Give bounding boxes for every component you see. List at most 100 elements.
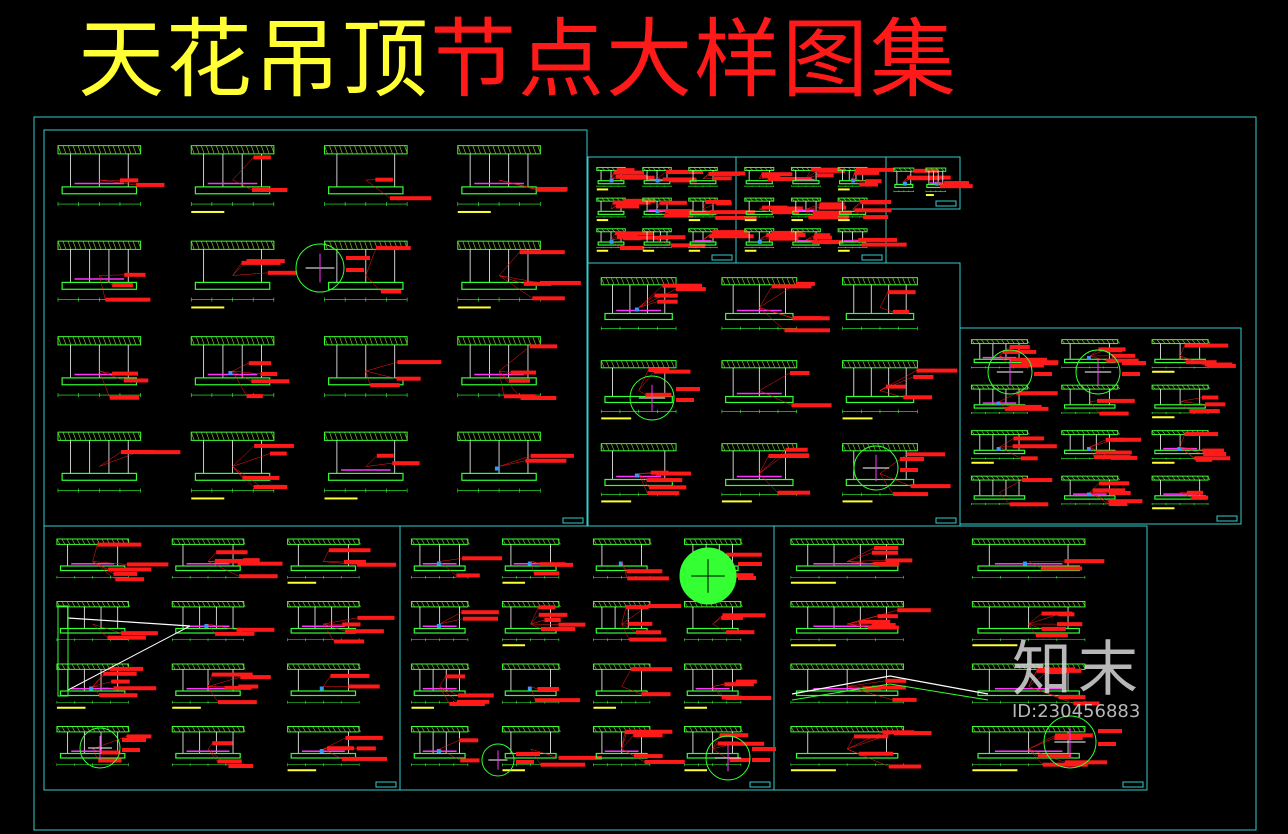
hatch-line — [81, 538, 86, 545]
hatch-line — [1082, 663, 1086, 670]
annotation-label — [126, 562, 169, 567]
leader-line — [1089, 446, 1096, 453]
annotation-label — [1004, 406, 1049, 411]
hatch-line — [557, 726, 561, 733]
hatch-line — [882, 277, 886, 285]
hatch-line — [196, 601, 201, 608]
hatch-line — [611, 228, 615, 232]
leader-line — [847, 609, 898, 625]
hatch-line — [912, 277, 916, 285]
hatch-line — [729, 538, 733, 545]
annotation-label — [766, 232, 806, 237]
hatch-line — [741, 443, 746, 451]
detail-drawing — [600, 360, 691, 420]
ceiling-board — [725, 312, 794, 321]
leader-line — [1180, 446, 1204, 455]
hatch-line — [837, 197, 842, 202]
slab-outline — [323, 145, 408, 155]
leader-line — [365, 455, 378, 467]
annotation-label — [789, 371, 810, 376]
hatch-line — [181, 601, 186, 608]
hatch-line — [667, 228, 671, 232]
hatch-line — [971, 430, 975, 435]
hatch-line — [369, 145, 373, 154]
hatch-line — [986, 384, 990, 390]
hatch-line — [800, 726, 805, 733]
annotation-label — [392, 461, 420, 466]
hatch-line — [1181, 339, 1186, 344]
leader-line — [1089, 400, 1098, 402]
hatch-line — [389, 145, 393, 154]
detail-drawing — [842, 277, 918, 331]
hatch-line — [749, 167, 754, 171]
leader-line — [1180, 397, 1202, 402]
annotation-label — [752, 758, 770, 762]
hatch-line — [900, 663, 905, 670]
hatch-line — [552, 538, 556, 545]
hatch-line — [895, 663, 900, 670]
detail-drawing — [971, 538, 1105, 579]
hatch-line — [191, 726, 196, 733]
hatch-line — [71, 726, 76, 733]
hatch-line — [201, 663, 206, 670]
hatch-line — [1081, 384, 1085, 390]
hatch-line — [1042, 601, 1046, 608]
annotation-label — [236, 627, 275, 632]
ceiling-board — [59, 752, 126, 759]
hatch-line — [596, 228, 600, 232]
hatch-line — [245, 432, 250, 441]
annotation-label — [859, 182, 879, 187]
hatch-line — [1052, 601, 1056, 608]
hatch-line — [287, 726, 291, 733]
leader-line — [439, 686, 459, 696]
leader-line — [92, 623, 122, 634]
leader-line — [638, 473, 650, 488]
annotation-label — [628, 621, 653, 626]
hatch-line — [1037, 726, 1041, 733]
hatch-line — [667, 197, 671, 202]
hatch-line — [399, 336, 403, 345]
hatch-line — [655, 277, 660, 285]
hatch-line — [426, 538, 430, 545]
annotation-label — [676, 398, 694, 402]
hatch-line — [996, 384, 1000, 390]
hatch-line — [724, 538, 728, 545]
hatch-line — [900, 538, 905, 545]
hatch-line — [416, 538, 420, 545]
annotation-label — [1110, 455, 1138, 460]
annotation-label — [719, 733, 749, 738]
hatch-line — [502, 145, 507, 154]
caption-text — [842, 500, 873, 503]
leader-line — [1028, 623, 1042, 630]
detail-drawing — [592, 663, 673, 709]
leader-line — [852, 201, 861, 210]
hatch-line — [106, 601, 111, 608]
hatch-line — [593, 663, 597, 670]
leader-line — [530, 686, 536, 701]
leader-line — [805, 208, 813, 217]
hatch-line — [67, 145, 72, 154]
hatch-line — [1012, 538, 1016, 545]
hatch-line — [411, 601, 415, 608]
hatch-line — [312, 663, 316, 670]
hatch-line — [709, 538, 713, 545]
hatch-line — [694, 726, 698, 733]
hatch-line — [97, 432, 102, 441]
hatch-line — [790, 726, 795, 733]
leader-line — [323, 561, 358, 565]
hatch-line — [1151, 475, 1156, 481]
detail-drawing — [970, 384, 1058, 414]
hatch-line — [887, 360, 891, 368]
hatch-line — [593, 538, 597, 545]
caption-text — [838, 188, 850, 191]
hatch-line — [852, 443, 856, 451]
hatch-line — [1156, 430, 1161, 435]
slab-outline — [1061, 475, 1119, 481]
hatch-line — [877, 443, 881, 451]
hatch-line — [324, 145, 328, 154]
annotation-label — [871, 623, 896, 628]
leader-line — [852, 172, 855, 179]
hatch-line — [56, 726, 61, 733]
annotation-label — [722, 613, 766, 618]
slab-outline — [683, 538, 742, 545]
